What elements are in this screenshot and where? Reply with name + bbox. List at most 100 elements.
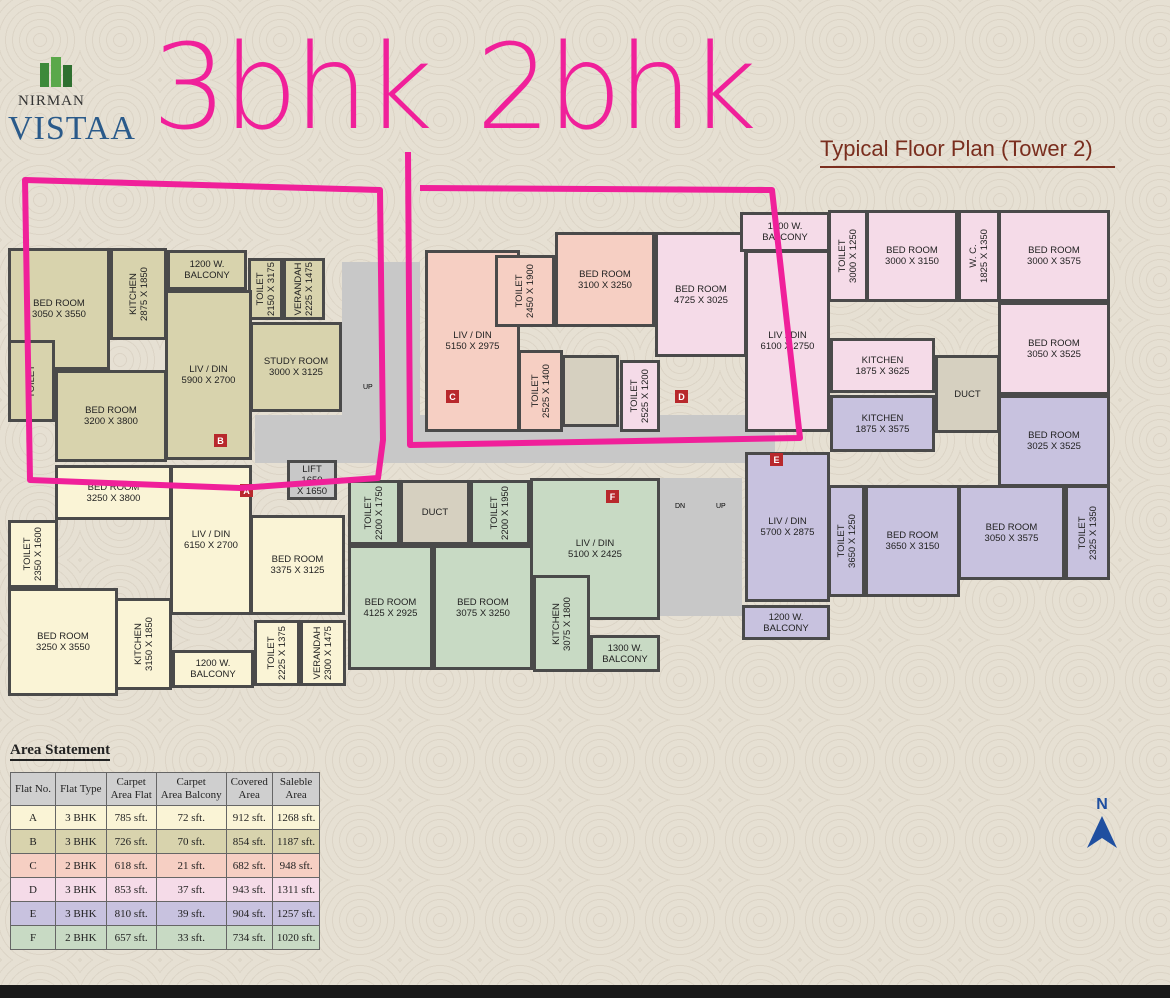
room-label: LIV / DIN 5700 X 2875 xyxy=(760,516,815,538)
room-flat-d: BED ROOM 3050 X 3525 xyxy=(998,302,1110,395)
table-cell: A xyxy=(9,805,57,830)
table-cell: 854 sft. xyxy=(225,829,273,854)
room-flat-e: LIV / DIN 5700 X 2875 xyxy=(745,452,830,602)
table-cell: B xyxy=(9,829,57,854)
column-header: Saleble Area xyxy=(271,772,321,806)
flat-marker-c: C xyxy=(446,390,459,403)
room-flat-d: LIV / DIN 6100 X 2750 xyxy=(745,250,830,432)
room-flat-d: BED ROOM 3000 X 3150 xyxy=(866,210,958,302)
flat-marker-e: E xyxy=(770,453,783,466)
table-cell: E xyxy=(9,901,57,926)
column-header: Carpet Area Flat xyxy=(105,772,157,806)
annotation-2bhk: 2bhk xyxy=(476,18,757,156)
room-label: TOILET 2450 X 1900 xyxy=(513,264,536,318)
table-cell: 1020 sft. xyxy=(271,925,321,950)
room-flat-e: TOILET 2325 X 1350 xyxy=(1065,485,1110,580)
room-flat-b: LIV / DIN 5900 X 2700 xyxy=(165,290,252,460)
room-flat-c: TOILET 2450 X 1900 xyxy=(495,255,555,327)
room-label: KITCHEN 3150 X 1850 xyxy=(132,617,155,671)
room-label: TOILET 2525 X 1200 xyxy=(629,369,652,423)
table-cell: 1257 sft. xyxy=(271,901,321,926)
room-flat-f: TOILET 2200 X 1750 xyxy=(348,480,400,545)
room-flat-a: BED ROOM 3250 X 3550 xyxy=(8,588,118,696)
table-cell: 39 sft. xyxy=(155,901,227,926)
room-flat-a: TOILET 2225 X 1375 xyxy=(254,620,300,686)
room-duct: DUCT xyxy=(400,480,470,545)
room-duct xyxy=(562,355,619,427)
north-indicator: N xyxy=(1085,796,1119,855)
north-arrow-icon xyxy=(1087,816,1117,848)
table-cell: 853 sft. xyxy=(105,877,157,902)
room-label: 1200 W. BALCONY xyxy=(190,658,236,680)
room-label: BED ROOM 3250 X 3550 xyxy=(36,631,90,653)
room-label: BED ROOM 4725 X 3025 xyxy=(674,283,728,306)
column-header: Covered Area xyxy=(225,772,273,806)
room-flat-d: W. C. 1825 X 1350 xyxy=(958,210,1000,302)
table-cell: 2 BHK xyxy=(55,925,107,950)
table-cell: 37 sft. xyxy=(155,877,227,902)
room-flat-d: 1200 W. BALCONY xyxy=(740,212,830,252)
room-label: BED ROOM 3100 X 3250 xyxy=(578,268,632,291)
table-cell: 21 sft. xyxy=(155,853,227,878)
table-cell: C xyxy=(9,853,57,878)
room-label: KITCHEN 1875 X 3625 xyxy=(855,354,910,377)
room-label: BED ROOM 3000 X 3575 xyxy=(1027,245,1081,267)
room-label: LIV / DIN 6150 X 2700 xyxy=(184,529,238,551)
table-cell: 70 sft. xyxy=(155,829,227,854)
building-logo-icon xyxy=(40,57,72,87)
room-label: KITCHEN 3075 X 1800 xyxy=(550,596,573,651)
table-cell: 33 sft. xyxy=(155,925,227,950)
room-flat-e: BED ROOM 3650 X 3150 xyxy=(865,485,960,597)
room-label: TOILET xyxy=(26,364,37,398)
room-flat-f: 1300 W. BALCONY xyxy=(590,635,660,672)
room-flat-b: VERANDAH 2225 X 1475 xyxy=(283,258,325,320)
table-cell: 1187 sft. xyxy=(271,829,321,854)
table-cell: 810 sft. xyxy=(105,901,157,926)
room-label: BED ROOM 3250 X 3800 xyxy=(86,481,141,504)
room-label: DUCT xyxy=(954,388,981,400)
table-cell: 3 BHK xyxy=(55,805,107,830)
room-flat-a: KITCHEN 3150 X 1850 xyxy=(115,598,172,690)
room-label: VERANDAH 2300 X 1475 xyxy=(312,626,335,680)
flat-marker-b: B xyxy=(214,434,227,447)
room-label: BED ROOM 3050 X 3525 xyxy=(1027,337,1081,360)
room-label: TOILET 2350 X 1600 xyxy=(22,527,45,581)
table-cell: 1311 sft. xyxy=(271,877,321,902)
room-flat-a: BED ROOM 3250 X 3800 xyxy=(55,465,172,520)
room-label: LIFT 1650 X 1650 xyxy=(296,463,328,497)
room-flat-e: BED ROOM 3050 X 3575 xyxy=(958,485,1065,580)
room-label: BED ROOM 3650 X 3150 xyxy=(885,530,940,552)
room-flat-f: KITCHEN 3075 X 1800 xyxy=(533,575,590,672)
bottom-bar xyxy=(0,985,1170,998)
room-label: LIV / DIN 5150 X 2975 xyxy=(445,330,500,352)
room-label: TOILET 3000 X 1250 xyxy=(837,229,860,283)
table-cell: F xyxy=(9,925,57,950)
room-label: TOILET 2525 X 1400 xyxy=(529,364,552,418)
room-label: BED ROOM 3200 X 3800 xyxy=(84,405,138,427)
room-flat-b: TOILET xyxy=(8,340,55,422)
table-cell: 72 sft. xyxy=(155,805,227,830)
room-label: 1200 W. BALCONY xyxy=(763,611,809,634)
table-cell: 657 sft. xyxy=(105,925,157,950)
room-flat-d: KITCHEN 1875 X 3625 xyxy=(830,338,935,393)
room-label: STUDY ROOM 3000 X 3125 xyxy=(263,356,329,378)
north-label: N xyxy=(1096,796,1108,813)
stair-up-label: UP xyxy=(716,503,726,510)
room-label: VERANDAH 2225 X 1475 xyxy=(293,262,316,316)
flat-marker-d: D xyxy=(675,390,688,403)
flat-marker-f: F xyxy=(606,490,619,503)
room-label: DUCT xyxy=(421,507,449,518)
stair-up-label: UP xyxy=(363,384,373,391)
room-flat-e: TOILET 3650 X 1250 xyxy=(828,485,865,597)
room-flat-b: TOILET 2150 X 3175 xyxy=(248,258,283,320)
room-label: TOILET 2200 X 1750 xyxy=(363,485,386,540)
flat-marker-a: A xyxy=(240,484,253,497)
room-flat-e: BED ROOM 3025 X 3525 xyxy=(998,395,1110,487)
